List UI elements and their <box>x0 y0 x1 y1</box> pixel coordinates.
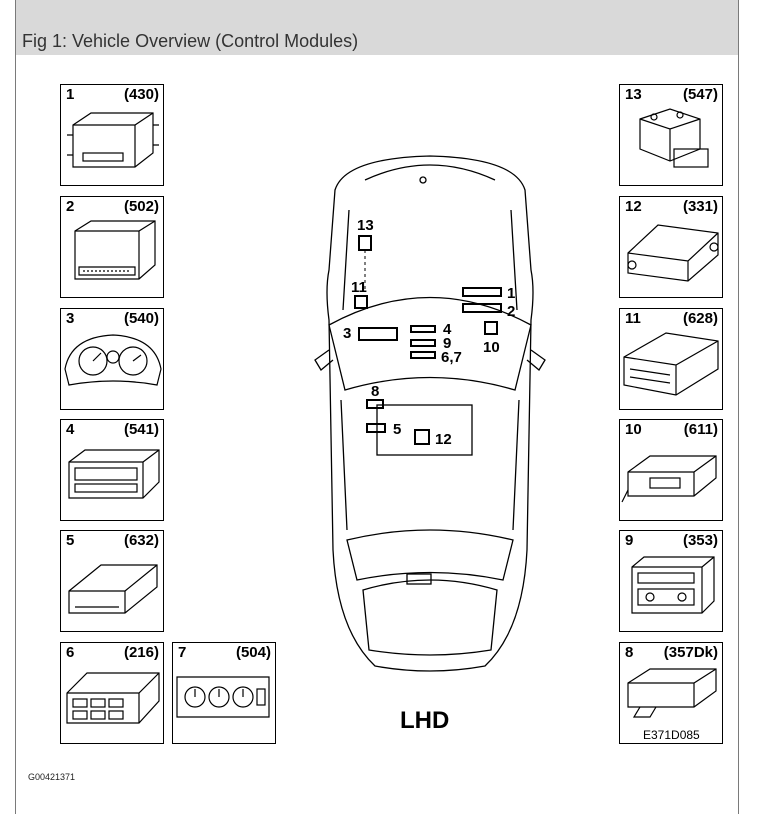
module-box-10: 10 (611) <box>619 419 723 521</box>
door-module-icon <box>627 668 717 718</box>
module-code: (502) <box>123 198 159 215</box>
loc-13 <box>358 235 372 251</box>
module-box-5: 5 (632) <box>60 530 164 632</box>
module-code: (357Dk) <box>663 644 718 661</box>
car-label-10: 10 <box>483 339 500 356</box>
module-box-12: 12 (331) <box>619 196 723 298</box>
module-code: (353) <box>682 532 718 549</box>
module-box-8: 8 (357Dk) <box>619 642 723 744</box>
mirror-left <box>314 349 334 371</box>
airbag-module-icon <box>627 224 719 282</box>
climate-control-knobs-icon <box>176 676 270 718</box>
module-code: (504) <box>235 644 271 661</box>
module-box-3: 3 (540) <box>60 308 164 410</box>
module-box-9: 9 (353) <box>619 530 723 632</box>
module-number: 12 <box>625 198 642 215</box>
module-code: (430) <box>123 86 159 103</box>
display-module-icon <box>68 449 160 499</box>
trunk <box>362 579 498 656</box>
instrument-cluster-icon <box>64 334 162 386</box>
module-code: (632) <box>123 532 159 549</box>
car-label-9: 9 <box>443 335 451 352</box>
car-label-12: 12 <box>435 431 452 448</box>
car-label-13: 13 <box>357 217 374 234</box>
side-windows <box>340 399 520 531</box>
module-code: (547) <box>682 86 718 103</box>
module-number: 1 <box>66 86 75 103</box>
vehicle-top-view: 13 11 1 2 10 3 4 9 6,7 8 5 12 <box>314 155 546 672</box>
cd-changer-icon <box>623 332 719 396</box>
module-number: 4 <box>66 421 75 438</box>
module-number: 9 <box>625 532 634 549</box>
module-number: 13 <box>625 86 642 103</box>
car-label-67: 6,7 <box>441 349 462 366</box>
loc-12 <box>414 429 430 445</box>
loc-9 <box>410 339 436 347</box>
loc-11 <box>354 295 368 309</box>
module-number: 2 <box>66 198 75 215</box>
module-number: 7 <box>178 644 187 661</box>
windshield <box>328 296 532 391</box>
module-box-4: 4 (541) <box>60 419 164 521</box>
control-unit-icon <box>68 564 158 614</box>
loc-3 <box>358 327 398 341</box>
module-number: 8 <box>625 644 634 661</box>
drawing-code: E371D085 <box>643 728 700 742</box>
drive-side-label: LHD <box>400 707 450 734</box>
module-code: (331) <box>682 198 718 215</box>
console-area <box>376 404 473 456</box>
module-code: (628) <box>682 310 718 327</box>
car-label-11: 11 <box>351 279 367 296</box>
caption-bar: Fig 1: Vehicle Overview (Control Modules… <box>16 0 738 55</box>
car-label-8: 8 <box>371 383 379 400</box>
mirror-right <box>526 349 546 371</box>
car-label-2: 2 <box>507 303 515 320</box>
car-body-outline <box>326 155 534 672</box>
module-number: 5 <box>66 532 75 549</box>
ecu-module-icon <box>67 112 159 168</box>
audio-unit-icon <box>631 556 715 614</box>
module-box-11: 11 (628) <box>619 308 723 410</box>
module-number: 10 <box>625 421 642 438</box>
module-code: (541) <box>123 421 159 438</box>
loc-67 <box>410 351 436 359</box>
module-box-7: 7 (504) <box>172 642 276 744</box>
loc-8 <box>366 399 384 409</box>
module-number: 11 <box>625 310 641 327</box>
abs-unit-icon <box>639 108 709 168</box>
car-label-3: 3 <box>343 325 351 342</box>
module-box-1: 1 (430) <box>60 84 164 186</box>
rear-window <box>346 529 514 581</box>
module-box-6: 6 (216) <box>60 642 164 744</box>
module-code: (611) <box>683 421 718 438</box>
module-number: 3 <box>66 310 75 327</box>
loc-1 <box>462 287 502 297</box>
car-label-4: 4 <box>443 321 452 338</box>
loc-10 <box>484 321 498 335</box>
image-code: G00421371 <box>28 772 76 782</box>
ecu-module-icon <box>74 220 156 280</box>
loc-4 <box>410 325 436 333</box>
car-label-5: 5 <box>393 421 401 438</box>
climate-panel-icon <box>66 672 160 724</box>
module-code: (540) <box>123 310 159 327</box>
figure-caption: Fig 1: Vehicle Overview (Control Modules… <box>22 31 359 51</box>
module-code: (216) <box>123 644 159 661</box>
hood-lines <box>342 164 518 311</box>
module-number: 6 <box>66 644 75 661</box>
car-label-1: 1 <box>507 285 515 302</box>
telematics-module-icon <box>621 455 717 503</box>
module-box-13: 13 (547) <box>619 84 723 186</box>
loc-5 <box>366 423 386 433</box>
module-box-2: 2 (502) <box>60 196 164 298</box>
loc-2 <box>462 303 502 313</box>
